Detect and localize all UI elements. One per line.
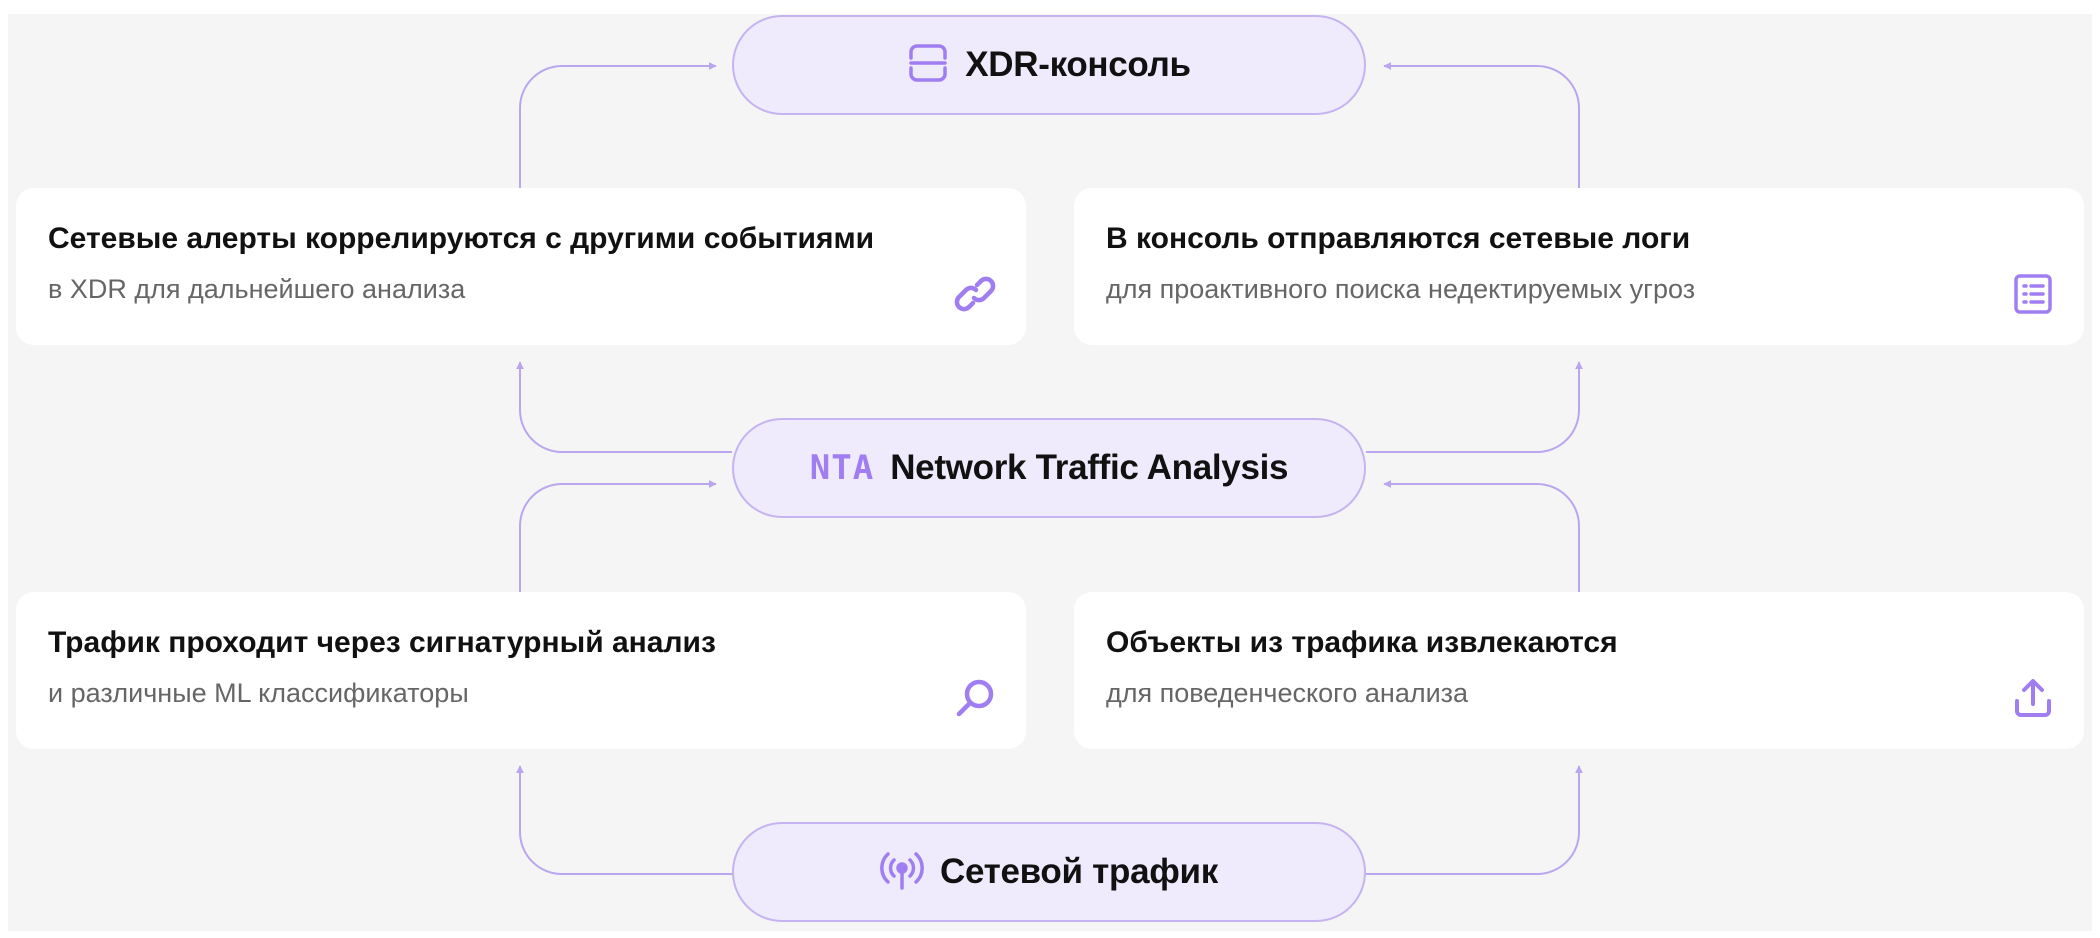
upload-icon bbox=[2012, 677, 2054, 719]
card-subtitle: и различные ML классификаторы bbox=[48, 678, 469, 708]
connector-objects-to-nta bbox=[1383, 480, 1580, 592]
card-title: Объекты из трафика извлекаются bbox=[1106, 626, 1618, 659]
signal-broadcast-icon bbox=[880, 848, 924, 897]
nta-title: Network Traffic Analysis bbox=[890, 448, 1289, 487]
link-icon bbox=[954, 273, 996, 315]
xdr-console-node: XDR-консоль bbox=[732, 15, 1366, 115]
nta-node: NTA Network Traffic Analysis bbox=[732, 418, 1366, 518]
connector-traffic-to-signature bbox=[516, 765, 732, 875]
card-subtitle: для проактивного поиска недектируемых уг… bbox=[1106, 274, 1696, 304]
network-traffic-title: Сетевой трафик bbox=[939, 852, 1218, 891]
network-traffic-node: Сетевой трафик bbox=[732, 822, 1366, 922]
card-logs-to-console: В консоль отправляются сетевые логи для … bbox=[1074, 188, 2084, 345]
connector-traffic-to-objects bbox=[1366, 765, 1583, 875]
card-alerts-correlation: Сетевые алерты коррелируются с другими с… bbox=[16, 188, 1026, 345]
connector-logs-to-console bbox=[1383, 62, 1580, 188]
card-signature-analysis: Трафик проходит через сигнатурный анализ… bbox=[16, 592, 1026, 749]
card-title: В консоль отправляются сетевые логи bbox=[1106, 222, 1691, 255]
connector-nta-to-alerts bbox=[516, 361, 732, 453]
console-icon bbox=[907, 42, 949, 89]
card-subtitle: для поведенческого анализа bbox=[1106, 678, 1469, 708]
connector-signature-to-nta bbox=[519, 480, 717, 592]
card-title: Сетевые алерты коррелируются с другими с… bbox=[48, 222, 875, 255]
connector-nta-to-logs bbox=[1366, 361, 1583, 453]
card-object-extraction: Объекты из трафика извлекаются для повед… bbox=[1074, 592, 2084, 749]
nta-badge: NTA bbox=[809, 448, 875, 488]
search-icon bbox=[954, 677, 996, 719]
card-subtitle: в XDR для дальнейшего анализа bbox=[48, 274, 466, 304]
document-list-icon bbox=[2012, 273, 2054, 315]
xdr-console-title: XDR-консоль bbox=[965, 45, 1191, 84]
connector-alerts-to-console bbox=[519, 62, 717, 188]
card-title: Трафик проходит через сигнатурный анализ bbox=[48, 626, 716, 659]
